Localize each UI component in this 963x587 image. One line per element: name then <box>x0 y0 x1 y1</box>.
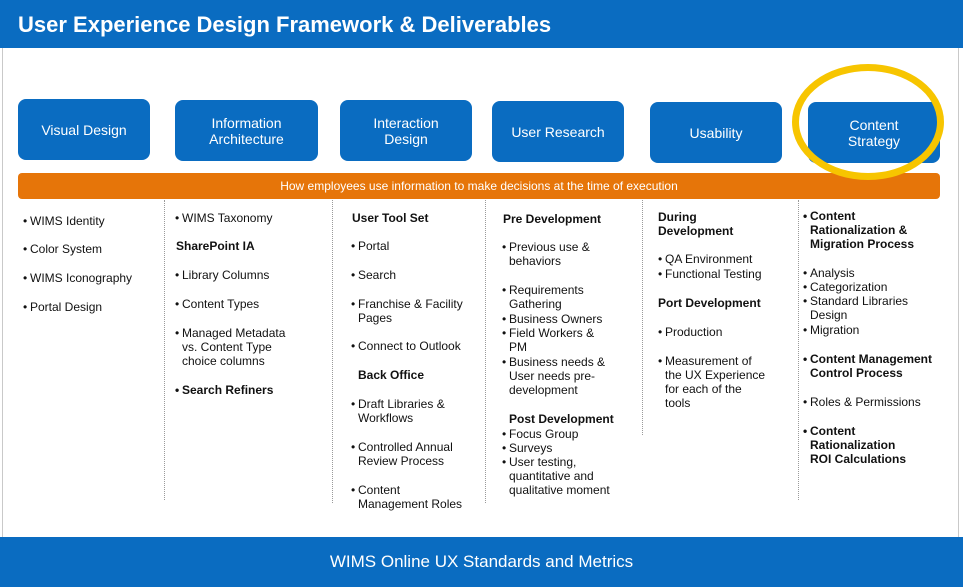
list-item: Roles & Permissions <box>803 395 921 409</box>
page-title: User Experience Design Framework & Deliv… <box>18 12 552 37</box>
list-item: Search Refiners <box>175 383 273 397</box>
section-heading: Port Development <box>658 296 761 310</box>
list-item: Connect to Outlook <box>351 339 461 353</box>
list-item: Content Types <box>175 297 259 311</box>
column-divider <box>164 200 165 500</box>
list-item: Content Rationalization & Migration Proc… <box>803 209 914 251</box>
list-item: Analysis <box>803 266 855 280</box>
list-item: Focus Group <box>502 427 578 441</box>
column-divider <box>485 200 486 503</box>
list-item: Franchise & Facility Pages <box>351 297 463 325</box>
list-item: Content Management Control Process <box>803 352 932 380</box>
footer-bar: WIMS Online UX Standards and Metrics <box>0 537 963 587</box>
category-usability: Usability <box>650 102 782 163</box>
highlight-circle <box>792 64 944 180</box>
list-item: Field Workers & PM <box>502 326 594 354</box>
list-item: Color System <box>23 242 102 256</box>
list-item: Business needs & User needs pre- develop… <box>502 355 605 397</box>
section-heading: Post Development <box>509 412 614 426</box>
section-heading: User Tool Set <box>352 211 429 225</box>
column-divider <box>642 200 643 435</box>
section-heading: Back Office <box>358 368 425 382</box>
banner: How employees use information to make de… <box>18 173 940 199</box>
list-item: Categorization <box>803 280 887 294</box>
list-item: Managed Metadata vs. Content Type choice… <box>175 326 285 368</box>
category-information-architecture: Information Architecture <box>175 100 318 161</box>
list-item: Business Owners <box>502 312 602 326</box>
banner-text: How employees use information to make de… <box>280 179 678 193</box>
list-item: Production <box>658 325 722 339</box>
list-item: WIMS Taxonomy <box>175 211 272 225</box>
section-heading: During Development <box>658 210 734 238</box>
section-heading: SharePoint IA <box>176 239 255 253</box>
list-item: Portal <box>351 239 389 253</box>
list-item: Measurement of the UX Experience for eac… <box>658 354 765 410</box>
list-item: User testing, quantitative and qualitati… <box>502 455 610 497</box>
content-frame <box>2 48 959 537</box>
list-item: Migration <box>803 323 859 337</box>
section-heading: Pre Development <box>503 212 602 226</box>
list-item: Portal Design <box>23 300 102 314</box>
category-interaction-design: Interaction Design <box>340 100 472 161</box>
list-item: WIMS Identity <box>23 214 105 228</box>
list-item: Library Columns <box>175 268 269 282</box>
list-item: Content Management Roles <box>351 483 462 511</box>
category-user-research: User Research <box>492 101 624 162</box>
list-item: Requirements Gathering <box>502 283 584 311</box>
list-item: WIMS Iconography <box>23 271 132 285</box>
list-item: Draft Libraries & Workflows <box>351 397 445 425</box>
title-bar: User Experience Design Framework & Deliv… <box>0 0 963 48</box>
column-divider <box>332 200 333 503</box>
footer-text: WIMS Online UX Standards and Metrics <box>329 552 634 571</box>
list-item: QA Environment <box>658 252 752 266</box>
list-item: Previous use & behaviors <box>502 240 590 268</box>
list-item: Surveys <box>502 441 552 455</box>
category-visual-design: Visual Design <box>18 99 150 160</box>
list-item: Standard Libraries Design <box>803 294 908 322</box>
list-item: Content Rationalization ROI Calculations <box>803 424 906 466</box>
list-item: Functional Testing <box>658 267 762 281</box>
column-divider <box>798 200 799 500</box>
list-item: Search <box>351 268 396 282</box>
list-item: Controlled Annual Review Process <box>351 440 453 468</box>
